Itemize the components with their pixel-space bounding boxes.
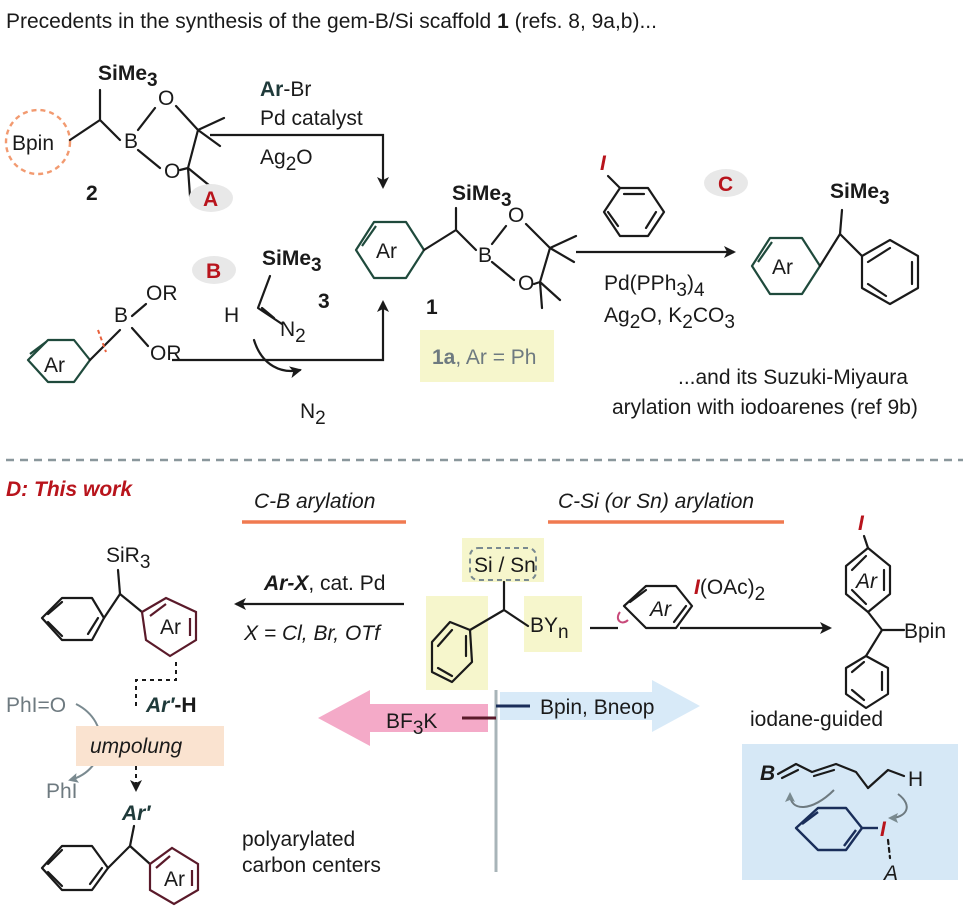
svg-text:O: O xyxy=(158,87,174,110)
diazo-reagent-3: SiMe3 H N2 3 xyxy=(224,247,330,347)
cb-reagent: Ar-X, cat. Pd xyxy=(263,572,385,595)
tag-a: A xyxy=(189,184,233,212)
svg-text:Ar: Ar xyxy=(164,868,185,891)
svg-text:Ar: Ar xyxy=(44,354,65,377)
svg-text:Pd catalyst: Pd catalyst xyxy=(260,107,363,130)
polyarylated-caption-1: polyarylated xyxy=(242,828,355,851)
cb-arylation-label: C-B arylation xyxy=(254,490,375,513)
header-caption: Precedents in the synthesis of the gem-B… xyxy=(6,10,657,33)
tag-b: B xyxy=(192,256,236,284)
n2-byproduct: N2 xyxy=(300,400,326,429)
compound-1a-note: 1a, Ar = Ph xyxy=(432,346,537,369)
svg-text:Bpin, Bneop: Bpin, Bneop xyxy=(540,696,654,719)
svg-text:Ar′: Ar′ xyxy=(121,802,151,825)
compound-1-label: 1 xyxy=(426,296,438,319)
svg-text:B: B xyxy=(478,244,492,267)
ar-prime-h-dashed-bond xyxy=(135,662,177,708)
svg-text:BYn: BYn xyxy=(530,614,569,643)
compound-1: SiMe3 Ar B O O 1 1a, Ar = Ph xyxy=(354,182,578,382)
svg-text:B: B xyxy=(114,304,128,327)
svg-text:C: C xyxy=(718,173,733,196)
svg-text:Ar: Ar xyxy=(772,256,793,279)
svg-text:OR: OR xyxy=(150,342,182,365)
central-substrate: Si / Sn BYn xyxy=(426,538,582,690)
phio-label: PhI=O xyxy=(6,694,66,717)
svg-text:Ar: Ar xyxy=(648,598,672,621)
aryl-boronic-ester: Ar B OR OR xyxy=(26,282,182,384)
svg-text:A: A xyxy=(882,862,898,885)
route-a-arrow xyxy=(210,133,389,189)
csi-arylation-label: C-Si (or Sn) arylation xyxy=(558,490,754,513)
svg-text:SiMe3: SiMe3 xyxy=(830,180,890,209)
iodobenzene: I xyxy=(600,152,666,238)
n2-release-arrow xyxy=(252,338,302,379)
polyarylated-product: Ar′ Ar xyxy=(40,802,200,906)
svg-text:Ar: Ar xyxy=(376,240,397,263)
svg-text:N2: N2 xyxy=(280,318,306,347)
svg-text:Ar: Ar xyxy=(160,616,181,639)
svg-text:SiR3: SiR3 xyxy=(106,544,150,573)
route-c-condition-1: Pd(PPh3)4 xyxy=(604,272,705,301)
svg-text:B: B xyxy=(124,130,138,153)
svg-text:B: B xyxy=(760,762,775,785)
iodane-reagent: Ar I(OAc)2 xyxy=(616,576,765,630)
svg-text:O: O xyxy=(164,160,180,183)
compound-3-label: 3 xyxy=(318,290,330,313)
svg-text:O: O xyxy=(518,272,534,295)
left-product: SiR3 Ar xyxy=(40,544,198,658)
iodane-guided-label: iodane-guided xyxy=(750,708,883,731)
route-c-caption-1: ...and its Suzuki-Miyaura xyxy=(678,366,908,389)
route-a-conditions: Ar-Br Pd catalyst Ag2O xyxy=(210,78,389,189)
svg-text:H: H xyxy=(908,768,923,791)
umpolung-label: umpolung xyxy=(90,735,183,758)
svg-text:H: H xyxy=(224,304,239,327)
route-c-condition-2: Ag2O, K2CO3 xyxy=(604,304,735,333)
umpolung-box xyxy=(76,726,224,766)
phi-label: PhI xyxy=(46,780,78,803)
compound-2-bpin: Bpin xyxy=(12,132,54,155)
bpin-bneop-arrow: Bpin, Bneop xyxy=(496,680,700,732)
compound-2: Bpin SiMe3 B O O 2 xyxy=(4,62,226,205)
route-c-product: SiMe3 Ar xyxy=(750,180,920,306)
part-d-title: D: This work xyxy=(6,478,133,501)
polyarylated-caption-2: carbon centers xyxy=(242,854,381,877)
right-product: I Ar Bpin xyxy=(844,512,946,710)
svg-text:BF3K: BF3K xyxy=(386,710,437,739)
cb-x-line: X = Cl, Br, OTf xyxy=(243,622,382,645)
svg-text:Ar-Br: Ar-Br xyxy=(260,78,311,101)
tag-c: C xyxy=(704,169,748,197)
bf3k-arrow: BF3K xyxy=(318,690,496,746)
svg-text:I: I xyxy=(858,512,865,535)
svg-text:Ag2O: Ag2O xyxy=(260,146,313,175)
svg-text:Ar: Ar xyxy=(854,570,878,593)
transition-state: B H I A xyxy=(760,762,923,885)
ar-prime-h-label: Ar′-H xyxy=(145,694,197,717)
svg-text:B: B xyxy=(206,260,221,283)
bpin-highlight-circle xyxy=(4,108,72,176)
compound-2-label: 2 xyxy=(86,182,98,205)
svg-text:SiMe3: SiMe3 xyxy=(262,247,322,276)
svg-text:OR: OR xyxy=(146,282,178,305)
compound-1a-note-box xyxy=(420,330,554,382)
svg-text:O: O xyxy=(508,204,524,227)
compound-2-silyl: SiMe3 xyxy=(98,62,158,91)
svg-text:A: A xyxy=(203,188,218,211)
svg-text:Si / Sn: Si / Sn xyxy=(474,554,536,577)
svg-text:Bpin: Bpin xyxy=(904,620,946,643)
svg-text:I: I xyxy=(880,818,887,841)
svg-text:SiMe3: SiMe3 xyxy=(452,182,512,211)
svg-text:I(OAc)2: I(OAc)2 xyxy=(694,576,765,605)
svg-text:I: I xyxy=(600,152,607,175)
route-b-arrow xyxy=(172,300,389,362)
route-c-caption-2: arylation with iodoarenes (ref 9b) xyxy=(612,396,918,419)
